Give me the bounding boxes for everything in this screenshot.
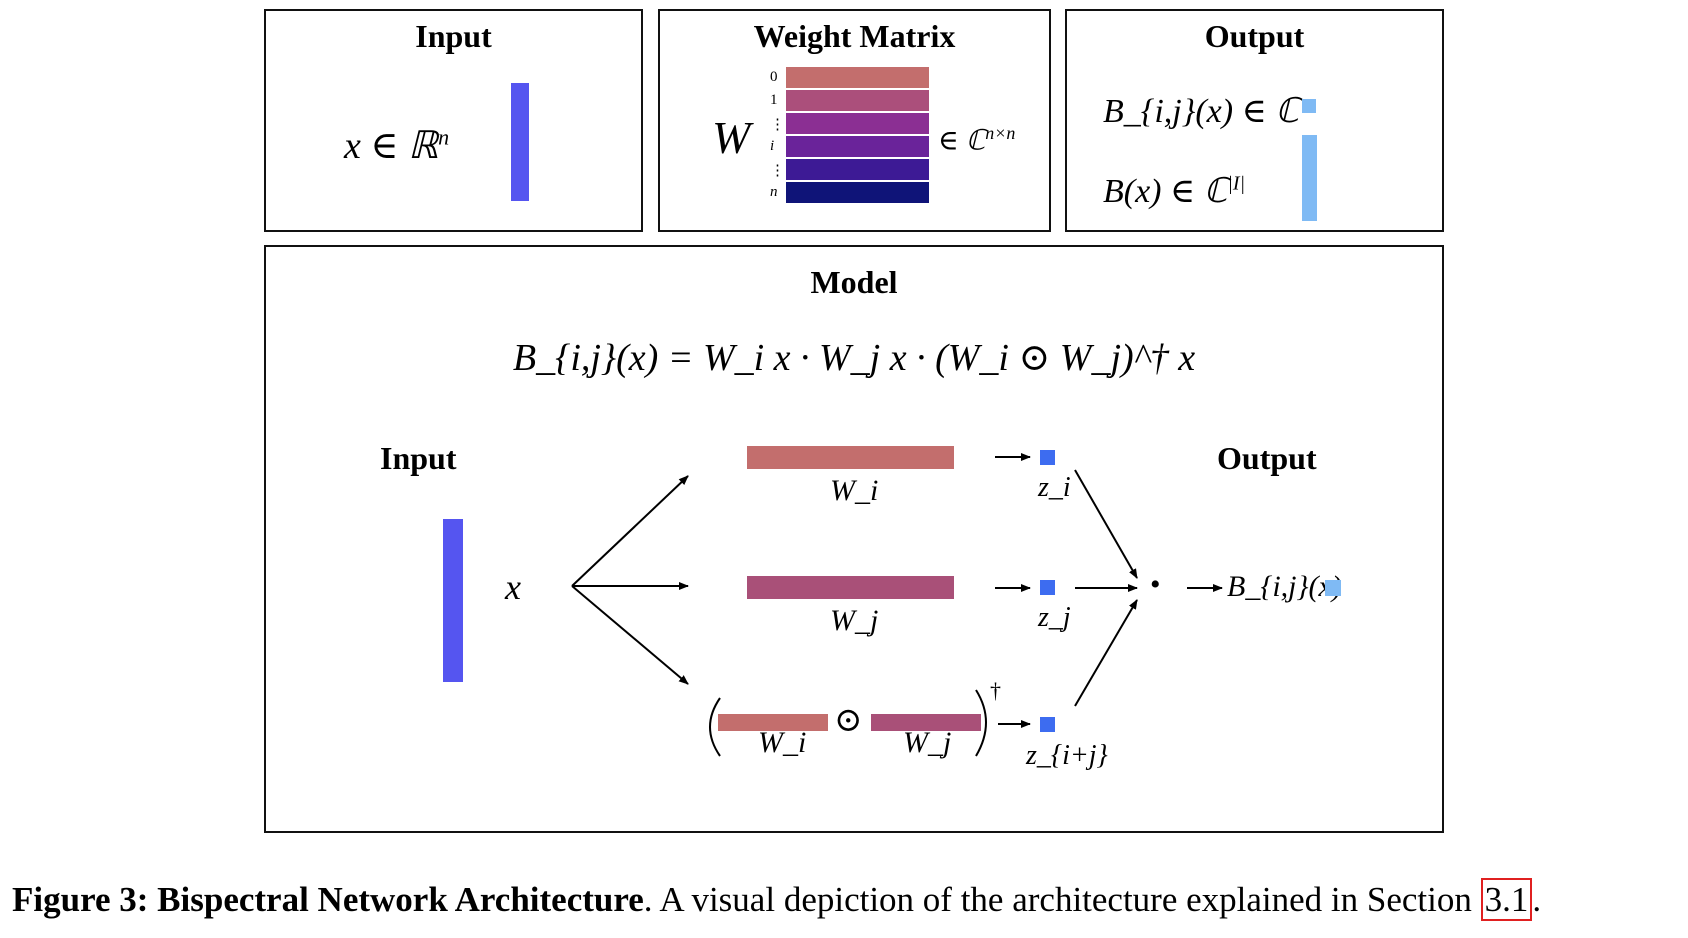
zi-label: z_i: [1038, 472, 1071, 503]
output-panel-title: Output: [1204, 18, 1305, 54]
weight-row-label: n: [770, 184, 778, 200]
zj-square: [1040, 580, 1055, 595]
product-dot: •: [1150, 568, 1161, 601]
wi-label: W_i: [830, 474, 879, 507]
weight-row: [786, 136, 929, 157]
zj-label: z_j: [1038, 602, 1071, 633]
section-ref-link[interactable]: 3.1: [1480, 878, 1533, 921]
wj-bar: [747, 576, 954, 599]
zij-label: z_{i+j}: [1026, 740, 1108, 771]
weight-row: [786, 182, 929, 203]
input-panel-title: Input: [415, 18, 492, 54]
input-vector-bar: [511, 83, 529, 201]
model-input-label: Input: [380, 440, 457, 476]
model-output-square: [1325, 580, 1341, 596]
model-title: Model: [810, 264, 898, 300]
weight-matrix-panel: Weight Matrix W 0 1 ⋮ i ⋮ n ∈ ℂn×n: [658, 9, 1051, 232]
left-paren: [709, 697, 721, 757]
weight-row: [786, 113, 929, 134]
zij-square: [1040, 717, 1055, 732]
output-scalar-square: [1302, 99, 1316, 113]
weight-row-label: 0: [770, 69, 778, 85]
right-paren: [975, 689, 987, 757]
model-input-bar: [443, 519, 463, 682]
input-panel: Input x ∈ ℝn: [264, 9, 643, 232]
conj-wj-label: W_j: [903, 726, 952, 759]
conj-wj-bar: [871, 714, 981, 731]
arrow-x-to-conj: [571, 585, 689, 685]
conj-wi-label: W_i: [758, 726, 807, 759]
weight-domain-expr: ∈ ℂn×n: [938, 123, 1016, 157]
arrow-zi-to-dot: [1074, 469, 1138, 579]
weight-symbol: W: [712, 112, 751, 163]
input-domain-expr: x ∈ ℝn: [344, 124, 450, 167]
output-vector-bar: [1302, 135, 1317, 221]
dagger-symbol: †: [990, 678, 1001, 703]
zi-square: [1040, 450, 1055, 465]
output-panel: Output B_{i,j}(x) ∈ ℂ B(x) ∈ ℂ|I|: [1065, 9, 1444, 232]
weight-row-label: i: [770, 138, 775, 154]
caption-label: Figure 3: Bispectral Network Architectur…: [12, 880, 644, 919]
model-output-expr: B_{i,j}(x): [1227, 570, 1342, 603]
conj-wi-bar: [718, 714, 828, 731]
output-scalar-expr: B_{i,j}(x) ∈ ℂ: [1103, 93, 1299, 130]
model-x-label: x: [505, 567, 521, 607]
weight-row: [786, 90, 929, 111]
weight-row: [786, 67, 929, 88]
figure-caption: Figure 3: Bispectral Network Architectur…: [12, 878, 1542, 921]
wj-label: W_j: [830, 604, 879, 637]
arrow-x-to-wi: [571, 475, 689, 587]
weight-row-label: ⋮: [770, 117, 785, 133]
model-equation: B_{i,j}(x) = W_i x · W_j x · (W_i ⊙ W_j)…: [512, 337, 1196, 379]
weight-panel-title: Weight Matrix: [753, 18, 956, 54]
odot-symbol: ⊙: [834, 702, 863, 739]
caption-text: . A visual depiction of the architecture…: [643, 880, 1481, 919]
output-vector-expr: B(x) ∈ ℂ|I|: [1103, 172, 1246, 210]
weight-row: [786, 159, 929, 180]
weight-row-label: ⋮: [770, 163, 785, 179]
caption-end: .: [1532, 880, 1542, 919]
model-output-label: Output: [1217, 440, 1317, 476]
wi-bar: [747, 446, 954, 469]
weight-row-label: 1: [770, 92, 778, 108]
arrow-zij-to-dot: [1074, 599, 1138, 707]
